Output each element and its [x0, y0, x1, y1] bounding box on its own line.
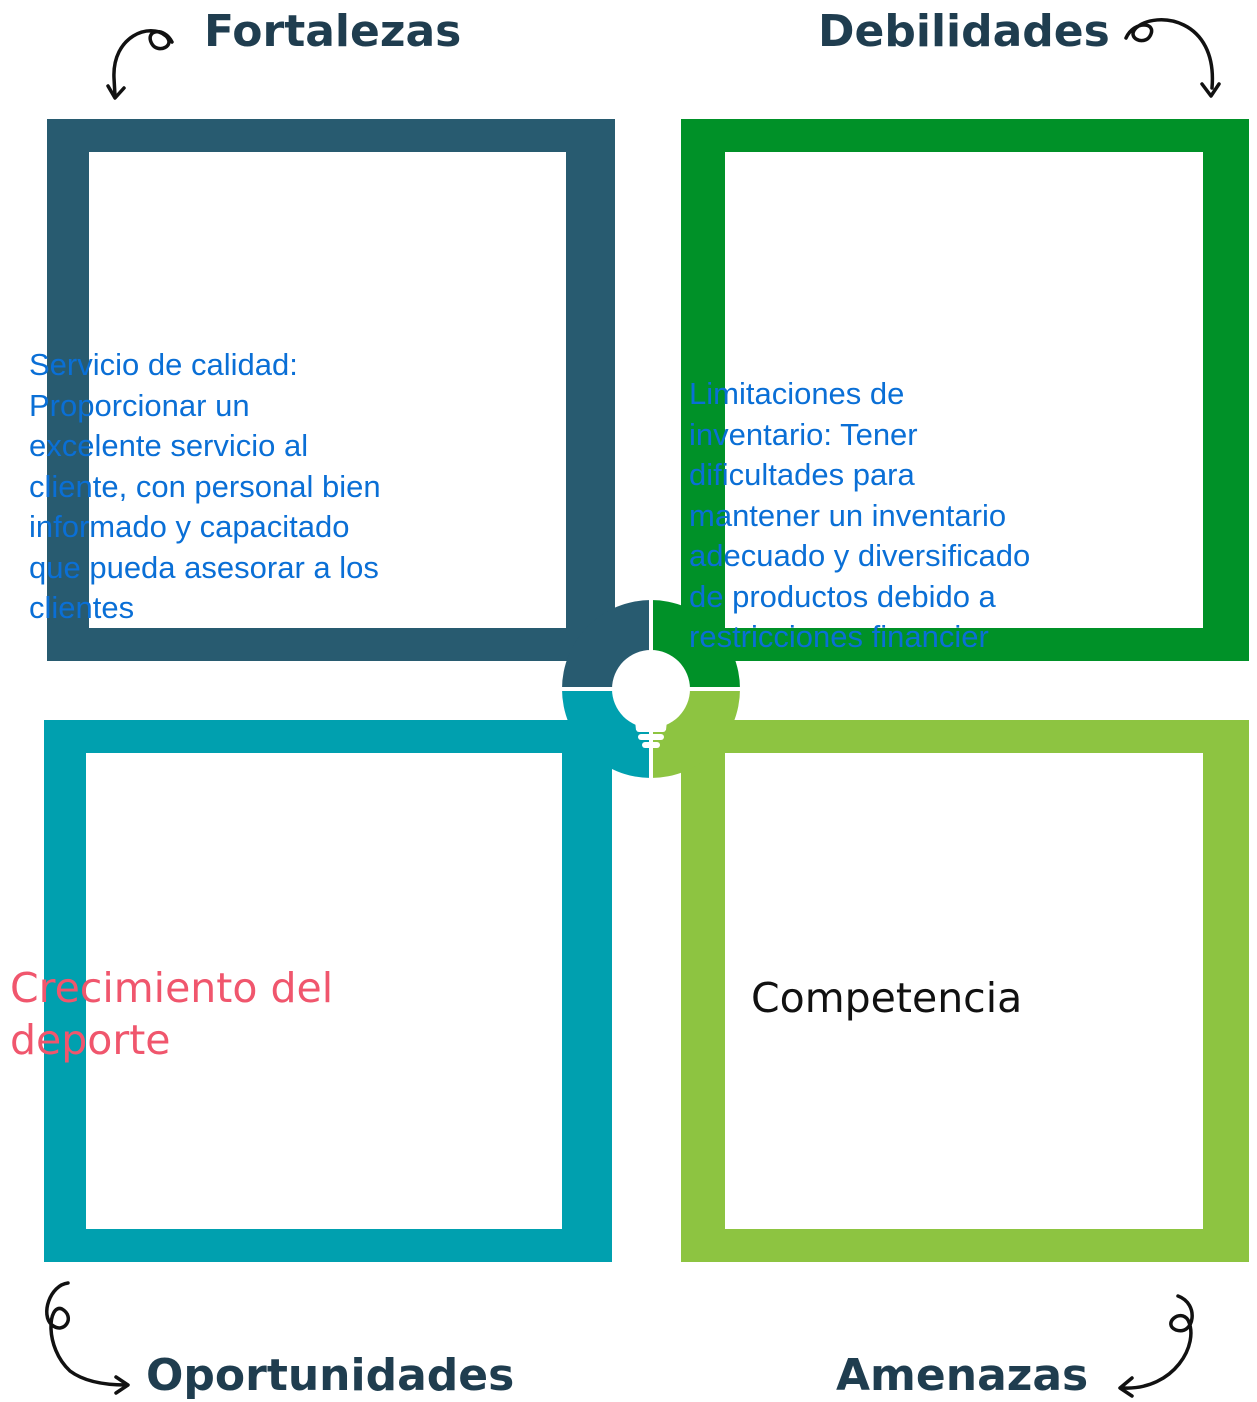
opportunities-text: Crecimiento del deporte	[10, 964, 334, 1064]
hub-ring	[560, 598, 742, 780]
curly-arrow-icon-strengths	[106, 29, 174, 100]
strengths-text: Servicio de calidad: Proporcionar un exc…	[29, 347, 381, 625]
strengths-heading: Fortalezas	[204, 6, 462, 57]
weaknesses-frame	[681, 119, 1249, 661]
curly-arrow-icon-threats	[1118, 1294, 1194, 1398]
weaknesses-heading: Debilidades	[818, 6, 1110, 57]
curly-arrow-icon-opportunities	[45, 1281, 130, 1395]
threats-heading: Amenazas	[836, 1350, 1089, 1401]
strengths-frame	[47, 119, 615, 661]
threats-frame	[681, 720, 1249, 1262]
opportunities-heading: Oportunidades	[146, 1350, 515, 1401]
threats-text: Competencia	[751, 974, 1023, 1022]
opportunities-frame	[44, 720, 612, 1262]
weaknesses-text: Limitaciones de inventario: Tener dificu…	[689, 376, 1031, 654]
lightbulb-icon	[621, 652, 681, 748]
curly-arrow-icon-weaknesses	[1124, 18, 1221, 98]
center-hub	[560, 598, 742, 780]
